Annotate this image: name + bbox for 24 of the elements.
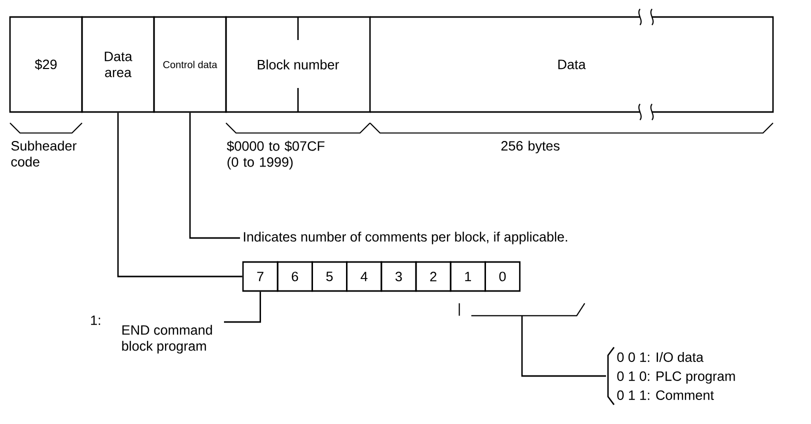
label-text: 256 bytes [501, 140, 560, 154]
bit-cell: 3 [380, 261, 417, 292]
label-text: $0000 to $07CF (0 to 1999) [226, 140, 324, 170]
bit-cell: 5 [312, 261, 348, 292]
field-box: $29 [9, 16, 83, 113]
bit-cell: 1 [450, 261, 486, 292]
bit-cell: 7 [242, 261, 278, 292]
field-box: Block number [225, 16, 371, 113]
connector-line [224, 292, 261, 323]
label-text: Subheader code [11, 140, 77, 167]
code-list: 0 0 1: I/O data 0 1 0: PLC program 0 1 1: Comment [617, 352, 735, 400]
bit-cell: 4 [346, 261, 382, 292]
note-text: Indicates number of comments per block, if applicable. [244, 232, 568, 244]
bit-cell: 6 [276, 261, 313, 292]
note-text: 1: END command block program [91, 316, 212, 354]
bit-cell: 0 [484, 261, 520, 292]
connector-line [521, 315, 615, 406]
data-box: Data [369, 8, 774, 121]
bracket [458, 302, 586, 316]
connector-line [189, 112, 240, 239]
field-box: Control data [153, 16, 227, 113]
field-box: Data area [81, 16, 155, 113]
bit-cell: 2 [415, 261, 452, 292]
connector-line [117, 112, 242, 278]
